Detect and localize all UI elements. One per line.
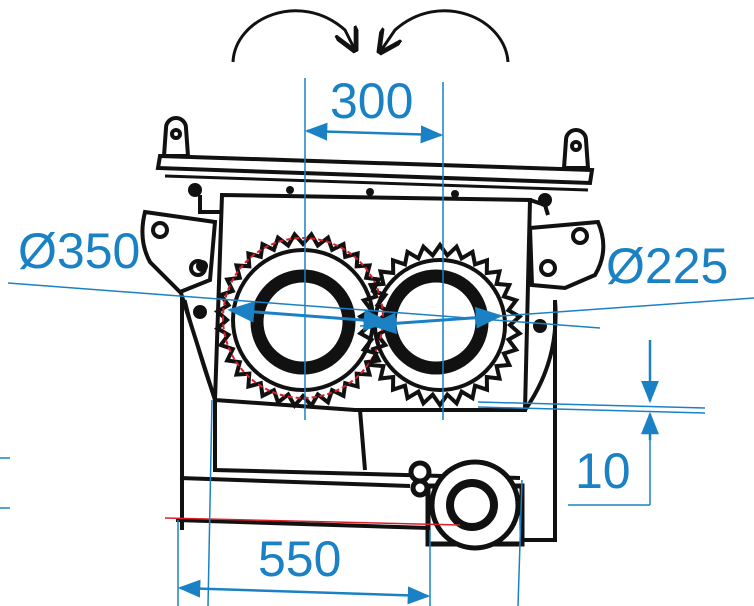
dim-large-gear-diameter: Ø350 [18,223,140,279]
left-bracket [140,209,218,295]
rotation-arrows-icon [231,9,510,63]
lifting-eye-icon [161,116,591,170]
bolt-row [188,183,552,333]
lifting-beam [155,153,595,192]
reference-line [164,517,461,526]
dimension-lines [0,78,754,606]
dim-small-gear-diameter: Ø225 [606,238,728,294]
dim-gap: 10 [575,443,631,499]
dim-center-distance: 300 [330,73,413,129]
dim-width: 550 [258,531,341,587]
motor-pulley [408,459,525,551]
right-bracket [527,219,606,291]
